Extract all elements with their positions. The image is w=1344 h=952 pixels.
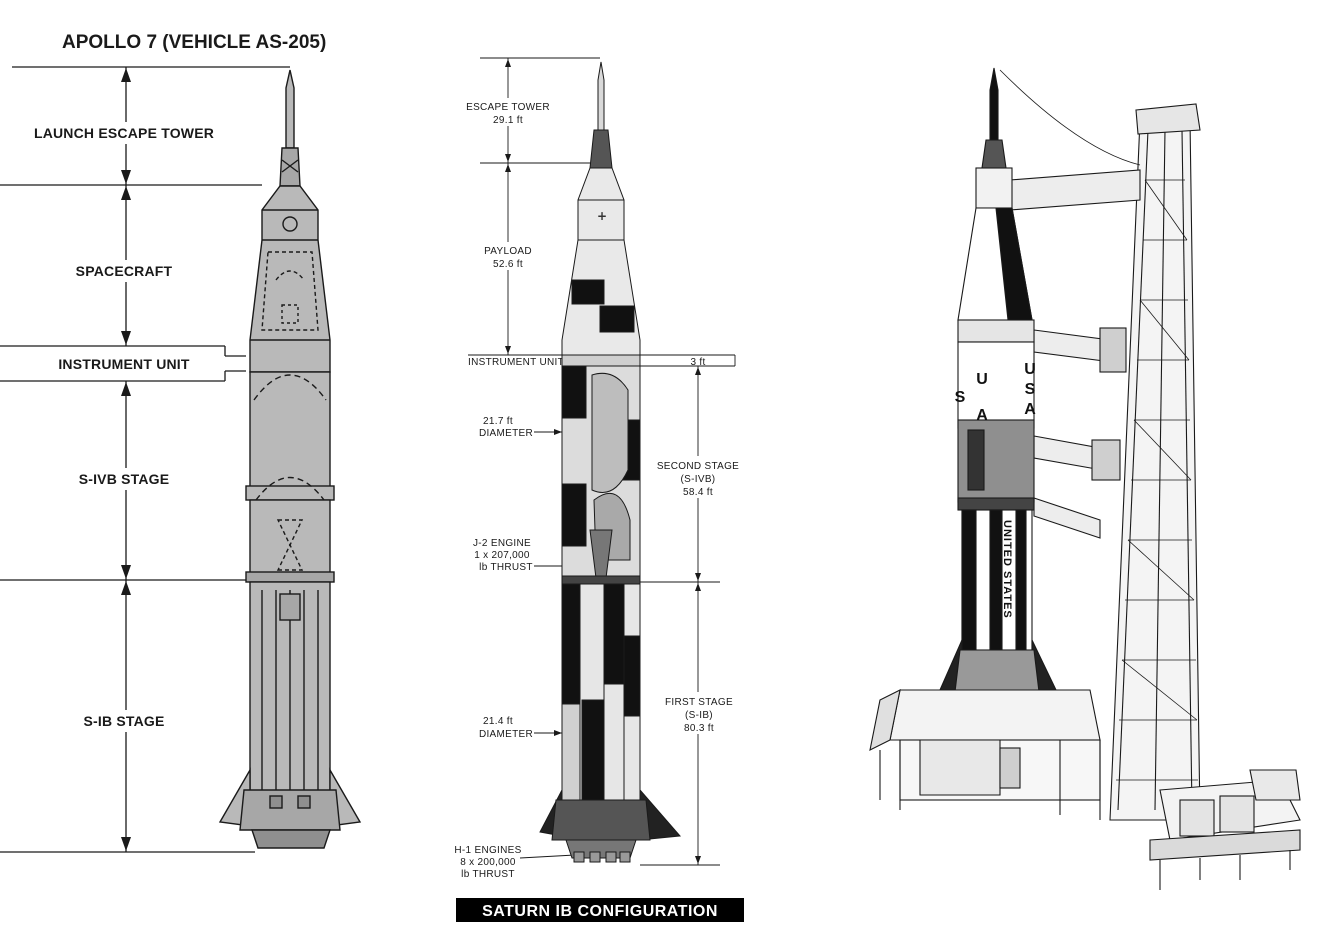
label-spacecraft: SPACECRAFT [76,263,173,279]
payload-label: PAYLOAD [484,246,532,257]
launch-pad-illustration: U S A U S A UNITED STATES [869,67,1301,890]
label-s-ib-stage: S-IB STAGE [83,713,164,729]
lower-diameter-value: 21.4 ft [483,716,513,727]
first-stage-value: 80.3 ft [684,723,714,734]
second-stage-line2: (S-IVB) [681,474,716,485]
instrument-unit-label: INSTRUMENT UNIT [468,357,564,368]
label-instrument-unit: INSTRUMENT UNIT [58,356,190,372]
j2-engine-line3: lb THRUST [479,562,533,573]
apollo7-dimension-lines [0,66,290,853]
saturn-ib-configuration-diagram: ESCAPE TOWER 29.1 ft PAYLOAD 52.6 ft INS… [454,57,744,922]
tower-cable [999,69,1141,166]
saturn-ib-cutaway-drawing: + [539,61,682,863]
first-stage-line2: (S-IB) [685,710,713,721]
apollo7-arrowheads [121,68,131,851]
second-stage-line1: SECOND STAGE [657,461,739,472]
label-s-ivb-stage: S-IVB STAGE [79,471,170,487]
h1-engines-line2: 8 x 200,000 [460,857,516,868]
apollo7-title: APOLLO 7 (VEHICLE AS-205) [62,32,326,53]
saturn-ib-rocket-illustration [939,67,1057,701]
saturn-ib-title: SATURN IB CONFIGURATION [482,903,718,920]
lower-diameter-label: DIAMETER [479,729,533,740]
payload-value: 52.6 ft [493,259,523,270]
h1-engines-line3: lb THRUST [461,869,515,880]
svg-text:+: + [597,209,607,223]
h1-engines-line1: H-1 ENGINES [454,845,521,856]
launch-pedestal [869,689,1101,820]
j2-engine-line2: 1 x 207,000 [474,550,530,561]
flag-left-a: A [976,407,988,424]
instrument-unit-value: 3 ft [690,357,705,368]
j2-engine-line1: J-2 ENGINE [473,538,531,549]
flag-left-u: U [976,371,988,388]
escape-tower-value: 29.1 ft [493,115,523,126]
ground-equipment [1149,769,1301,890]
flag-left-s: S [955,389,966,406]
apollo7-rocket-drawing [218,69,362,849]
upper-diameter-label: DIAMETER [479,428,533,439]
united-states-vertical-text: UNITED STATES [1001,520,1013,619]
label-launch-escape-tower: LAUNCH ESCAPE TOWER [34,125,214,141]
tower-cross-bracing [1116,179,1198,781]
flag-right-u: U [1024,361,1036,378]
flag-right-a: A [1024,401,1036,418]
upper-diameter-value: 21.7 ft [483,416,513,427]
first-stage-line1: FIRST STAGE [665,697,733,708]
saturn-ib-title-bar [456,898,744,922]
flag-right-s: S [1025,381,1036,398]
apollo7-diagram: APOLLO 7 (VEHICLE AS-205) [0,32,362,853]
escape-tower-label: ESCAPE TOWER [466,102,550,113]
umbilical-tower [1109,103,1201,821]
second-stage-value: 58.4 ft [683,487,713,498]
